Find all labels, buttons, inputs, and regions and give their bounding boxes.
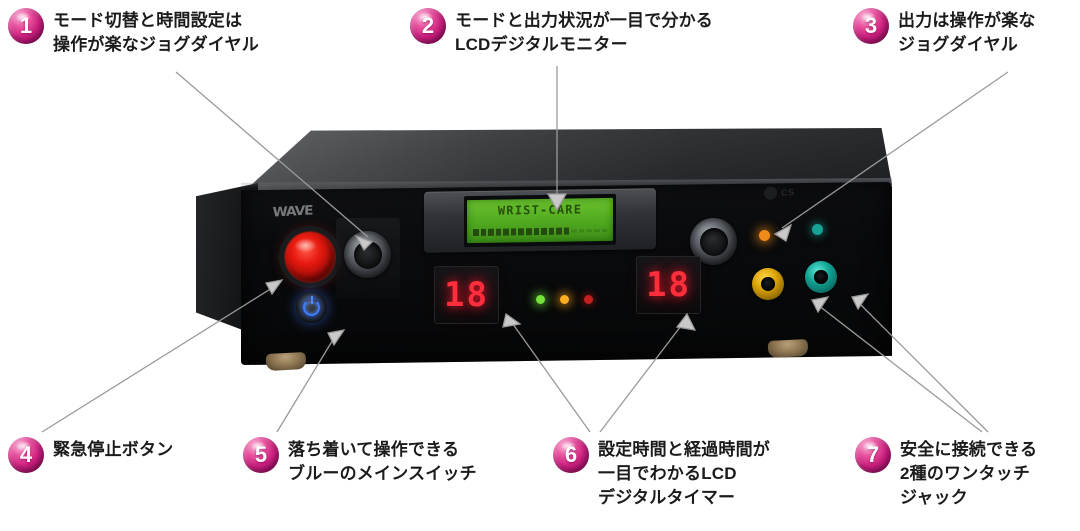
callout-1: 1 モード切替と時間設定は 操作が楽なジョグダイヤル xyxy=(8,8,259,57)
lcd-monitor-window: WRIST-CARE xyxy=(464,193,616,248)
lcd-bargraph-segment-empty xyxy=(586,229,592,233)
emergency-stop-button[interactable] xyxy=(279,226,341,288)
callout-badge-4: 4 xyxy=(8,437,44,473)
lcd-bargraph-segment xyxy=(518,228,524,236)
lcd-bargraph-segment xyxy=(563,227,570,235)
seven-segment-value-set: 18 xyxy=(444,275,489,315)
callout-number-1: 1 xyxy=(19,13,33,38)
led-red-icon xyxy=(584,295,593,304)
callout-badge-2: 2 xyxy=(410,8,446,44)
callout-number-3: 3 xyxy=(864,13,878,38)
lcd-bargraph-segment-empty xyxy=(594,229,600,233)
callout-text-4: 緊急停止ボタン xyxy=(53,437,173,462)
wrist-care-device: WAVE CS WRIST-CARE xyxy=(196,128,892,383)
callout-text-7: 安全に接続できる 2種のワンタッチ ジャック xyxy=(900,437,1037,509)
callout-number-4: 4 xyxy=(19,442,33,467)
brand-logo-left: WAVE xyxy=(272,203,313,221)
callout-6: 6 設定時間と経過時間が 一目でわかるLCD デジタルタイマー xyxy=(553,437,770,509)
callout-badge-3: 3 xyxy=(853,8,889,44)
lcd-bargraph-segment-empty xyxy=(571,229,577,233)
callout-text-6: 設定時間と経過時間が 一目でわかるLCD デジタルタイマー xyxy=(598,437,770,509)
device-foot-right xyxy=(767,338,809,359)
jog-dial-left[interactable] xyxy=(344,231,391,278)
lcd-bargraph-segment xyxy=(480,228,487,236)
callout-number-7: 7 xyxy=(866,442,880,467)
lcd-bargraph-segment-empty xyxy=(578,229,585,233)
led-green-icon xyxy=(536,295,545,304)
lcd-monitor-bezel: WRIST-CARE xyxy=(424,188,656,253)
callout-1-line-1: モード切替と時間設定は xyxy=(53,11,243,30)
power-switch[interactable] xyxy=(296,292,327,323)
callout-5-line-2: ブルーのメインスイッチ xyxy=(288,463,477,483)
callout-2-line-1: モードと出力状況が一目で分かる xyxy=(455,11,713,30)
callout-4-line-1: 緊急停止ボタン xyxy=(53,440,174,459)
callout-7: 7 安全に接続できる 2種のワンタッチ ジャック xyxy=(855,437,1037,509)
indicator-teal-icon xyxy=(812,224,823,235)
lcd-bargraph-segment-empty xyxy=(601,228,608,233)
callout-text-2: モードと出力状況が一目で分かる LCDデジタルモニター xyxy=(455,8,713,57)
callout-6-line-1: 設定時間と経過時間が xyxy=(598,440,770,459)
lcd-bargraph-segment xyxy=(503,228,509,236)
callout-7-line-1: 安全に接続できる xyxy=(900,440,1038,459)
seven-segment-timer-elapsed: 18 xyxy=(636,256,701,314)
brand-logo-right: CS xyxy=(764,185,795,200)
callout-7-line-2: 2種のワンタッチ xyxy=(900,463,1031,483)
seven-segment-timer-set: 18 xyxy=(434,266,499,324)
callout-badge-6: 6 xyxy=(553,437,589,473)
callout-number-6: 6 xyxy=(564,442,578,467)
power-icon xyxy=(303,299,320,316)
callout-2-line-2: LCDデジタルモニター xyxy=(455,34,628,54)
lcd-bargraph xyxy=(473,227,608,237)
led-amber-icon xyxy=(560,295,569,304)
device-foot-left xyxy=(265,351,307,372)
lcd-bargraph-segment xyxy=(533,228,540,236)
callout-1-line-2: 操作が楽なジョグダイヤル xyxy=(53,34,259,54)
callout-3-line-1: 出力は操作が楽な xyxy=(898,11,1036,30)
lcd-bargraph-segment xyxy=(541,227,547,235)
lcd-mode-text: WRIST-CARE xyxy=(497,202,583,218)
lcd-bargraph-segment xyxy=(525,228,532,236)
device-front-top-edge xyxy=(241,178,892,188)
callout-badge-7: 7 xyxy=(855,437,891,473)
callout-4: 4 緊急停止ボタン xyxy=(8,437,173,473)
callout-6-line-3: デジタルタイマー xyxy=(598,487,736,507)
callout-badge-1: 1 xyxy=(8,8,44,44)
callout-3-line-2: ジョグダイヤル xyxy=(898,34,1018,54)
callout-5-line-1: 落ち着いて操作できる xyxy=(288,440,460,459)
jack-teal[interactable] xyxy=(805,261,837,293)
callout-number-5: 5 xyxy=(254,442,268,467)
seven-segment-value-elapsed: 18 xyxy=(646,265,691,305)
callout-5: 5 落ち着いて操作できる ブルーのメインスイッチ xyxy=(243,437,477,486)
callout-badge-5: 5 xyxy=(243,437,279,473)
lcd-bargraph-segment xyxy=(548,227,555,235)
callout-number-2: 2 xyxy=(421,13,435,38)
lcd-bargraph-segment xyxy=(556,227,562,235)
callout-3: 3 出力は操作が楽な ジョグダイヤル xyxy=(853,8,1036,57)
lcd-bargraph-segment xyxy=(510,228,517,236)
lcd-bargraph-segment xyxy=(488,228,494,236)
lcd-bargraph-segment xyxy=(473,228,479,237)
callout-7-line-3: ジャック xyxy=(900,487,968,507)
indicator-orange-icon xyxy=(759,230,770,241)
callout-text-1: モード切替と時間設定は 操作が楽なジョグダイヤル xyxy=(53,8,259,57)
lcd-monitor: WRIST-CARE xyxy=(467,197,613,244)
callout-text-5: 落ち着いて操作できる ブルーのメインスイッチ xyxy=(288,437,477,486)
jack-yellow[interactable] xyxy=(752,268,784,300)
callout-text-3: 出力は操作が楽な ジョグダイヤル xyxy=(898,8,1036,57)
lcd-bargraph-segment xyxy=(495,228,502,236)
brand-logo-right-text: CS xyxy=(781,186,795,198)
status-led-row xyxy=(536,295,593,304)
brand-mark-icon xyxy=(764,186,777,200)
callout-2: 2 モードと出力状況が一目で分かる LCDデジタルモニター xyxy=(410,8,713,57)
callout-6-line-2: 一目でわかるLCD xyxy=(598,463,737,483)
